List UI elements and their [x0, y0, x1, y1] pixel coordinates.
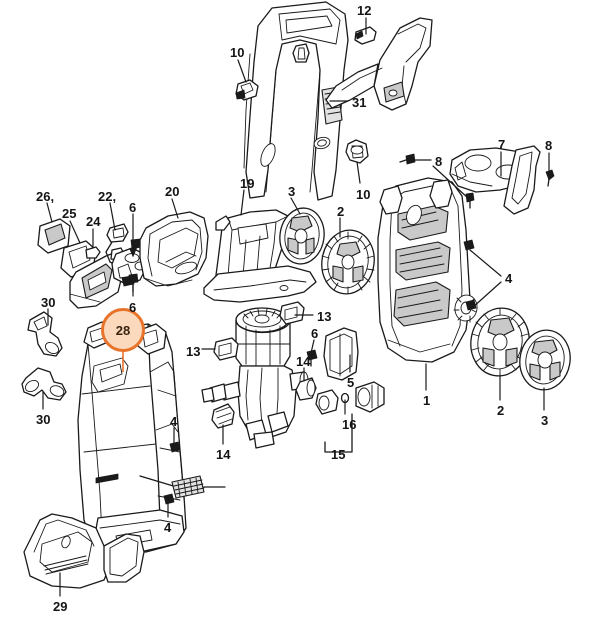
callout-label-24[interactable]: 24: [86, 214, 101, 229]
callout-label-25[interactable]: 25: [62, 206, 77, 221]
callout-label-22[interactable]: 22,: [98, 189, 117, 204]
callout-label-2[interactable]: 2: [337, 204, 345, 219]
callout-label-4[interactable]: 4: [505, 271, 513, 286]
leader-line: [109, 202, 116, 231]
callout-label-12[interactable]: 12: [357, 3, 372, 18]
part-26-switch-cover: [37, 218, 71, 254]
part-7-handle-bracket: [449, 145, 541, 215]
callout-label-3[interactable]: 3: [288, 184, 296, 199]
callout-label-30[interactable]: 30: [36, 412, 51, 427]
callout-label-6[interactable]: 6: [129, 300, 137, 315]
callout-label-1[interactable]: 1: [423, 393, 431, 408]
callout-label-8[interactable]: 8: [435, 154, 443, 169]
callout-label-14[interactable]: 14: [216, 447, 231, 462]
part-30-hose-clip-lower: [21, 367, 67, 401]
part-24-switch-frame: [69, 246, 125, 309]
callout-label-4[interactable]: 4: [164, 520, 172, 535]
leader-line: [237, 59, 247, 83]
leader-line: [310, 339, 315, 354]
leader-line: [69, 220, 81, 244]
callout-label-30[interactable]: 30: [41, 295, 56, 310]
callout-label-19[interactable]: 19: [240, 176, 255, 191]
part-4-screw-body-upper: [169, 441, 181, 453]
callout-label-26[interactable]: 26,: [36, 189, 55, 204]
part-20-control-housing: [139, 211, 209, 287]
leader-line: [171, 198, 179, 219]
leader-line: [46, 202, 53, 223]
part-13-mount-block-left: [213, 337, 239, 361]
part-handle-assembly: [243, 1, 349, 201]
callout-label-7[interactable]: 7: [498, 137, 506, 152]
part-5-cover-cap: [323, 327, 359, 381]
part-2-wheel-upper: [321, 229, 375, 295]
leader-line: [290, 197, 301, 215]
part-14-fitting-upper: [295, 377, 317, 401]
part-10-clip-upper: [235, 79, 259, 101]
callout-label-13[interactable]: 13: [186, 344, 201, 359]
part-13-mount-block-right: [279, 301, 305, 325]
part-3-hubcap-upper: [279, 207, 325, 265]
part-motor-pump-assembly: [201, 307, 309, 449]
part-6-screw-pump: [306, 349, 318, 367]
bracket-15: [324, 413, 353, 453]
leader-line: [471, 281, 502, 309]
callout-label-31[interactable]: 31: [352, 95, 367, 110]
part-29-base-foot: [23, 513, 145, 589]
part-15-connector-small: [315, 389, 339, 415]
part-4-screw-body-lower: [163, 493, 175, 505]
part-4-screw-chassis-lower: [465, 299, 477, 311]
part-12-handle-clip: [354, 26, 377, 45]
callout-label-10[interactable]: 10: [356, 187, 371, 202]
part-10-clip-mid: [345, 139, 369, 164]
callout-label-20[interactable]: 20: [165, 184, 180, 199]
part-15-connector-large: [355, 381, 385, 413]
leader-lines: [42, 17, 550, 597]
callout-label-13[interactable]: 13: [317, 309, 332, 324]
callout-label-14[interactable]: 14: [296, 354, 311, 369]
part-8-screw-left2: [465, 192, 475, 209]
callout-label-10[interactable]: 10: [230, 45, 245, 60]
part-8-screw-left: [399, 153, 416, 165]
highlighted-part-badge-28[interactable]: 28: [101, 308, 145, 352]
callout-label-6[interactable]: 6: [311, 326, 319, 341]
part-28-main-body-shell: [77, 321, 187, 553]
callout-label-3[interactable]: 3: [541, 413, 549, 428]
leader-line: [240, 189, 245, 216]
callout-label-29[interactable]: 29: [53, 599, 68, 614]
leader-line: [469, 249, 502, 277]
callout-label-16[interactable]: 16: [342, 417, 357, 432]
part-14-fitting-lower: [211, 403, 235, 429]
part-grille-mesh: [171, 475, 226, 499]
part-upper-right-handle-arm: [325, 17, 433, 111]
leader-line: [432, 165, 469, 199]
callout-label-5[interactable]: 5: [347, 375, 355, 390]
part-30-hose-clip-upper: [27, 311, 63, 357]
part-4-screw-chassis-upper: [463, 239, 475, 251]
callout-label-4[interactable]: 4: [170, 414, 178, 429]
callout-label-8[interactable]: 8: [545, 138, 553, 153]
callout-label-15[interactable]: 15: [331, 447, 346, 462]
callout-label-2[interactable]: 2: [497, 403, 505, 418]
part-8-screw-right: [545, 169, 555, 187]
part-base-plate: [203, 265, 317, 303]
leader-line: [356, 161, 361, 184]
part-3-hubcap-lower: [519, 329, 571, 391]
part-1-chassis-frame: [377, 177, 478, 363]
callout-label-6[interactable]: 6: [129, 200, 137, 215]
